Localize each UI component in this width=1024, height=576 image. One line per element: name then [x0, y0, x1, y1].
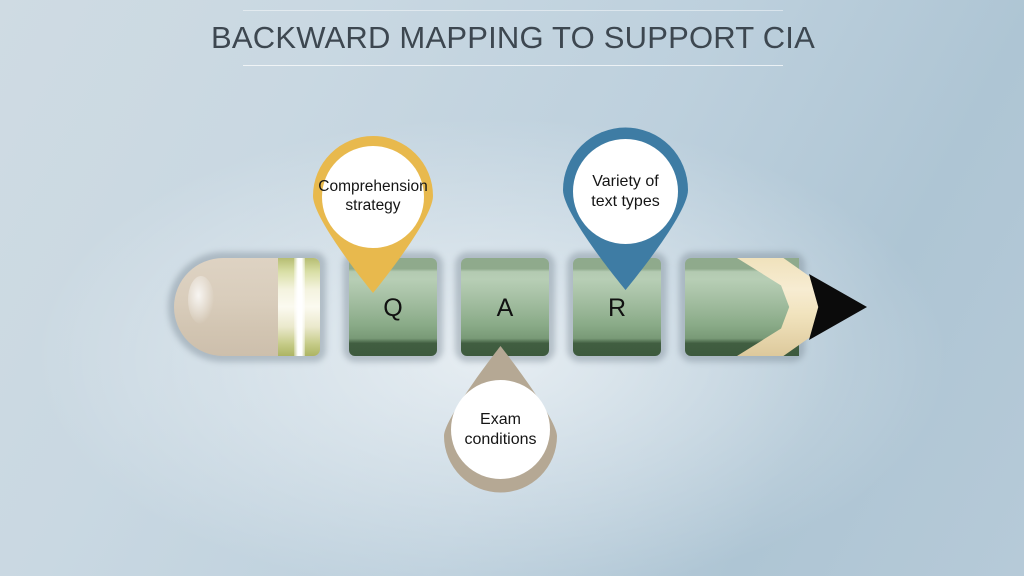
ferrule-stripe: [294, 258, 305, 356]
page-title: BACKWARD MAPPING TO SUPPORT CIA: [211, 20, 815, 55]
pencil-tip-group[interactable]: [679, 252, 868, 362]
pencil-segment-a[interactable]: A: [455, 252, 555, 362]
eraser: [174, 258, 320, 356]
segment-letter: R: [607, 293, 627, 322]
title-placeholder: BACKWARD MAPPING TO SUPPORT CIA: [211, 10, 815, 66]
segment-face: A: [461, 258, 549, 356]
segment-letter: A: [496, 293, 514, 322]
segment-letter: Q: [383, 293, 403, 322]
eraser-highlight: [188, 276, 214, 324]
pencil-eraser-group[interactable]: [168, 252, 326, 362]
